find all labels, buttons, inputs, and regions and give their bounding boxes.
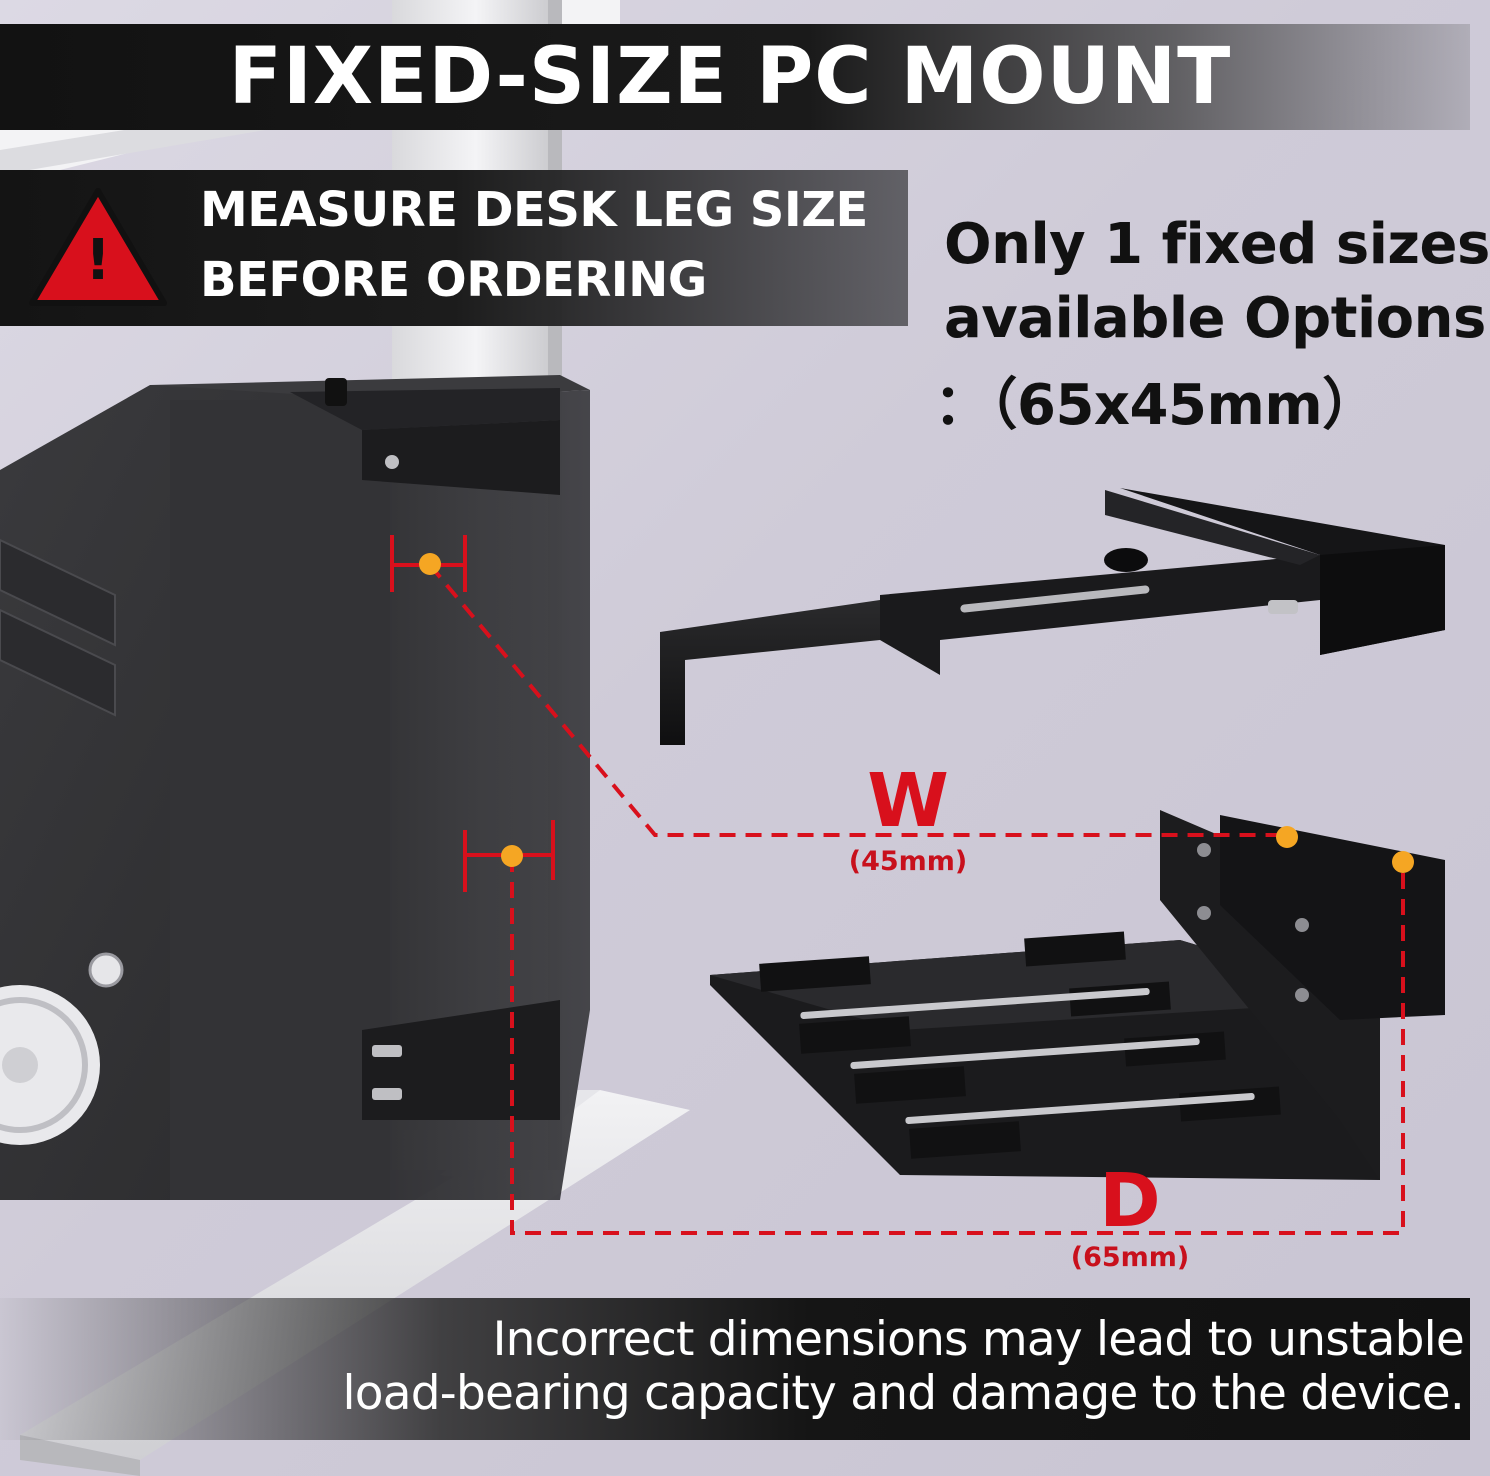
options-line-2: available Options	[944, 286, 1486, 351]
footer-line-1: Incorrect dimensions may lead to unstabl…	[492, 1312, 1465, 1367]
warning-triangle-icon	[29, 188, 167, 306]
options-line-3: ：（65x45mm）	[934, 373, 1378, 438]
footer-line-2: load-bearing capacity and damage to the …	[342, 1366, 1465, 1421]
top-leg-clamp	[290, 378, 560, 495]
warning-line-2: BEFORE ORDERING	[200, 252, 707, 308]
footer-banner	[0, 1298, 1470, 1440]
options-line-1: Only 1 fixed sizes	[944, 212, 1490, 277]
mount-top-view	[660, 488, 1445, 745]
title-banner: FIXED-SIZE PC MOUNT	[0, 24, 1470, 130]
dimension-markers	[419, 553, 1414, 873]
depth-value: (65mm)	[1070, 1242, 1190, 1273]
width-value: (45mm)	[848, 846, 968, 877]
depth-letter: D	[1099, 1158, 1161, 1244]
page-title: FIXED-SIZE PC MOUNT	[228, 32, 1232, 122]
warning-exclamation: !	[85, 228, 111, 293]
mount-shelf	[710, 810, 1445, 1180]
warning-line-1: MEASURE DESK LEG SIZE	[200, 182, 868, 238]
width-letter: W	[867, 758, 949, 844]
pc-case	[0, 375, 590, 1200]
